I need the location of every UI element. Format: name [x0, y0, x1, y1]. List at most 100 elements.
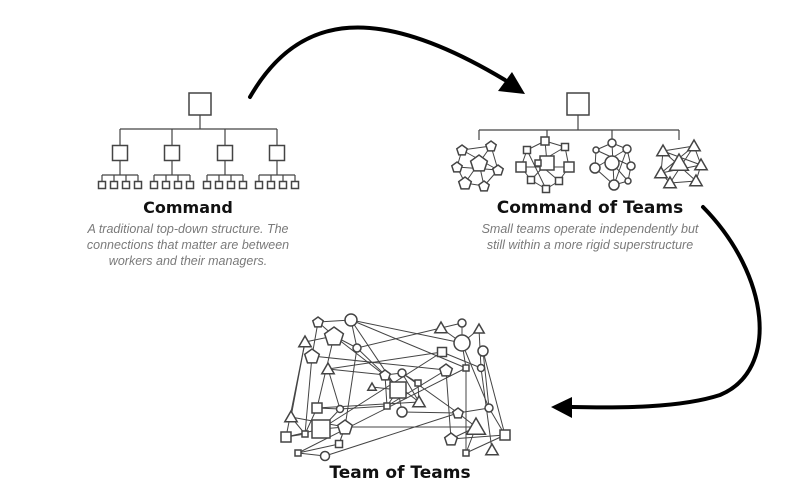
worker-node — [149, 180, 159, 190]
top-manager-node — [188, 92, 212, 116]
network-edge — [339, 405, 388, 410]
square-node — [311, 402, 323, 414]
triangle-node — [688, 173, 704, 187]
square-node — [515, 161, 527, 173]
network-edge — [304, 355, 313, 435]
square-node — [462, 449, 470, 457]
network-edge — [324, 412, 459, 457]
top-manager-node — [566, 92, 590, 116]
triangle-node — [472, 322, 486, 334]
square-node — [541, 184, 551, 194]
square-node — [462, 364, 470, 372]
pentagon-node — [323, 326, 345, 346]
network-edge — [311, 355, 447, 371]
square-node — [280, 431, 292, 443]
circle-node — [476, 363, 486, 373]
triangle-node — [668, 152, 690, 171]
network-edge — [320, 351, 443, 430]
circle-node — [608, 179, 620, 191]
triangle-node — [320, 361, 336, 375]
worker-node — [202, 180, 212, 190]
triangle-node — [655, 143, 671, 157]
pentagon-node — [457, 176, 473, 190]
triangle-node — [366, 381, 378, 391]
circle-node — [397, 368, 407, 378]
circle-node — [457, 318, 467, 328]
circle-node — [396, 406, 408, 418]
network-edge — [297, 443, 340, 454]
circle-node — [319, 450, 331, 462]
network-edge — [350, 319, 399, 391]
square-node — [334, 439, 344, 449]
circle-node — [622, 144, 632, 154]
manager-node — [111, 144, 129, 162]
square-node — [554, 176, 564, 186]
network-edge — [356, 327, 442, 349]
worker-node — [266, 180, 276, 190]
worker-node — [97, 180, 107, 190]
command-title: Command — [143, 198, 233, 217]
worker-node — [185, 180, 195, 190]
worker-node — [109, 180, 119, 190]
team-cluster-circle — [589, 138, 636, 191]
team-edge — [613, 148, 628, 186]
triangle-node — [433, 320, 449, 334]
arrowhead-1-icon — [498, 72, 525, 94]
network-edge — [482, 350, 490, 409]
square-node — [522, 145, 532, 155]
pentagon-node — [450, 161, 464, 173]
team-edge — [526, 149, 547, 190]
arrowhead-2-icon — [551, 397, 572, 418]
pentagon-node — [491, 164, 505, 176]
network-edge — [461, 342, 490, 409]
triangle-node — [484, 442, 500, 456]
manager-node — [163, 144, 181, 162]
square-node — [436, 346, 448, 358]
circle-node — [453, 334, 471, 352]
square-node — [499, 429, 511, 441]
manager-node — [216, 144, 234, 162]
worker-node — [238, 180, 248, 190]
circle-node — [335, 404, 345, 414]
worker-node — [133, 180, 143, 190]
transition-arrows — [248, 25, 762, 418]
square-node — [294, 449, 302, 457]
square-node — [311, 419, 331, 439]
circle-node — [607, 138, 617, 148]
worker-node — [254, 180, 264, 190]
network-edge — [465, 434, 506, 454]
worker-node — [173, 180, 183, 190]
pentagon-node — [455, 144, 469, 156]
worker-node — [121, 180, 131, 190]
circle-node — [344, 313, 358, 327]
triangle-node — [465, 416, 487, 435]
team-of-teams-title: Team of Teams — [329, 463, 471, 483]
command-of-teams-hierarchy — [450, 92, 709, 194]
team-edge — [662, 145, 695, 152]
command-of-teams-title: Command of Teams — [496, 198, 684, 218]
manager-node — [268, 144, 286, 162]
pentagon-node — [438, 363, 454, 377]
square-node — [539, 155, 555, 171]
pentagon-node — [378, 369, 392, 381]
circle-node — [592, 146, 600, 154]
square-node — [563, 161, 575, 173]
triangle-node — [662, 175, 678, 189]
network-edge — [297, 367, 467, 454]
worker-node — [214, 180, 224, 190]
pentagon-node — [336, 419, 354, 435]
network-edge — [401, 411, 459, 414]
pentagon-node — [311, 316, 325, 328]
circle-node — [477, 345, 489, 357]
pentagon-node — [451, 407, 465, 419]
team-cluster-triangle — [653, 138, 709, 189]
pentagon-node — [484, 140, 498, 152]
circle-node — [484, 403, 494, 413]
network-edge — [327, 368, 386, 376]
team-cluster-pentagon — [450, 140, 505, 192]
triangle-node — [283, 409, 299, 423]
network-edge — [401, 372, 459, 414]
square-node — [540, 136, 550, 146]
team-of-teams-network — [280, 313, 511, 462]
